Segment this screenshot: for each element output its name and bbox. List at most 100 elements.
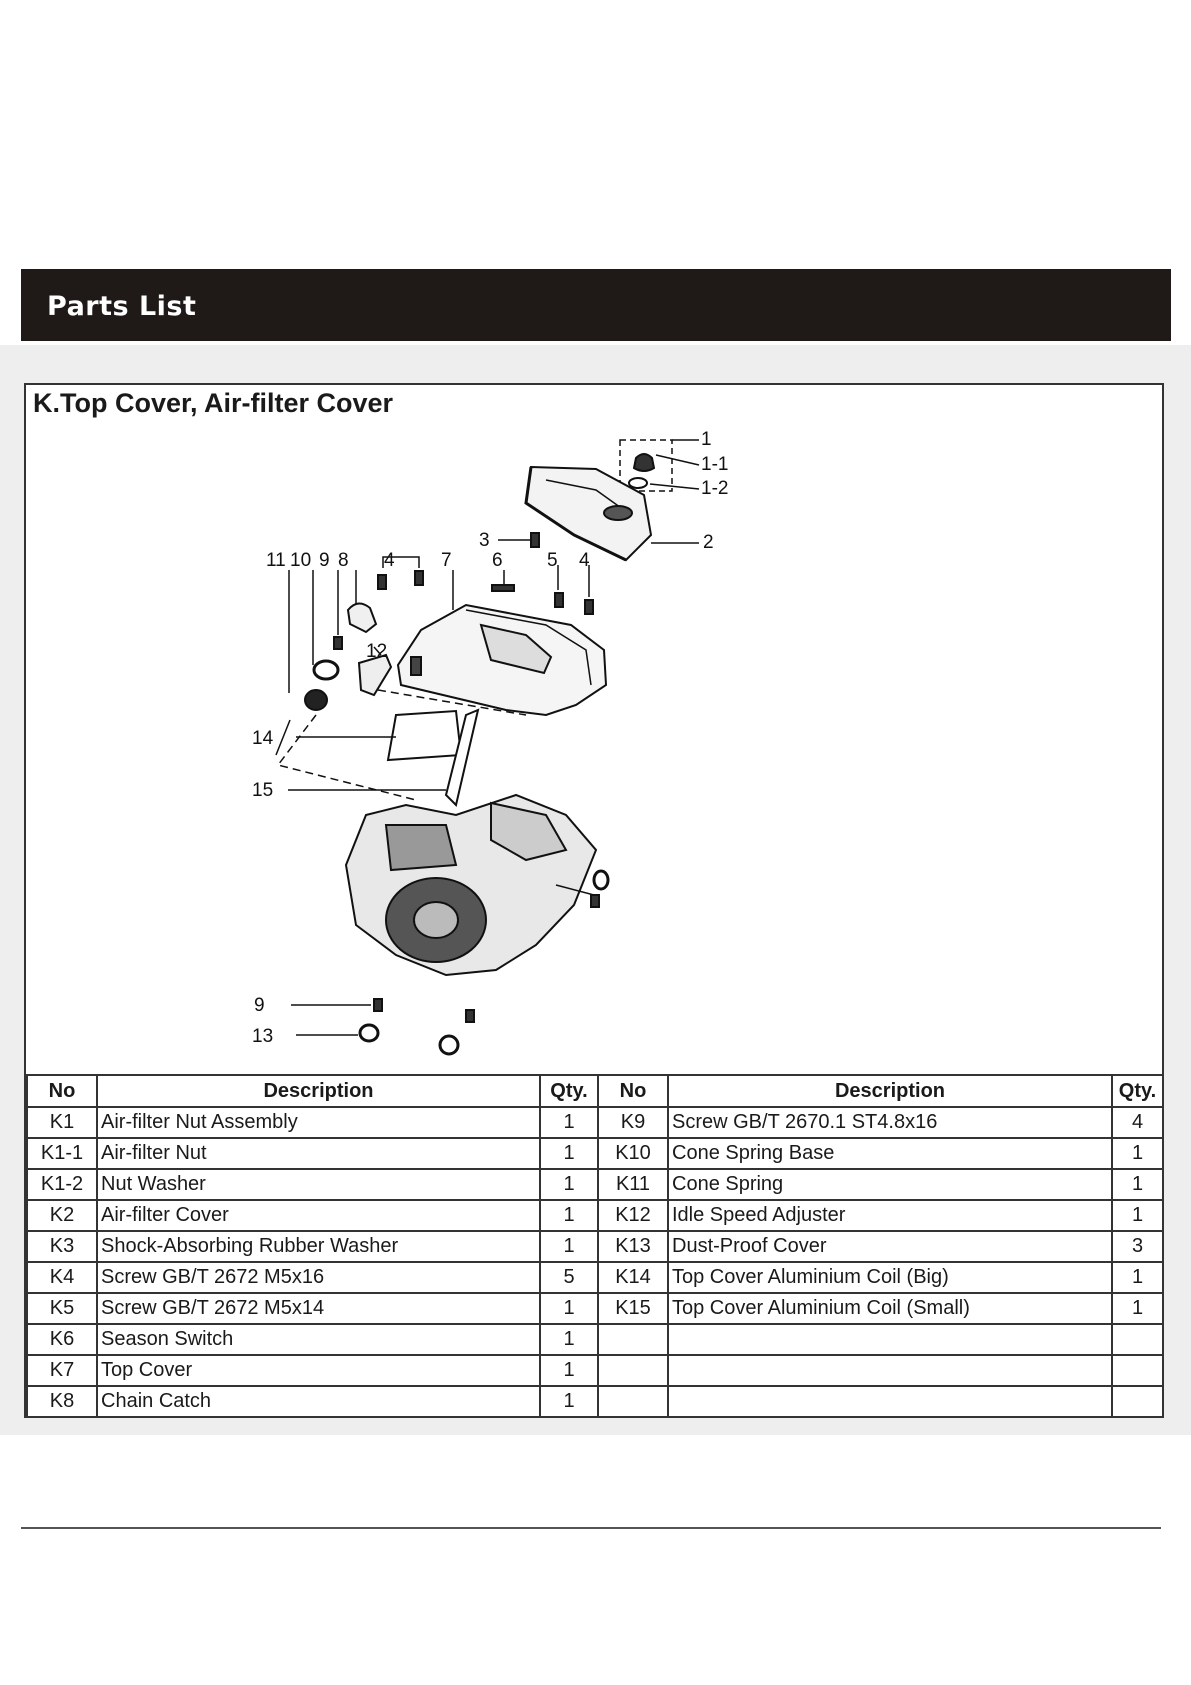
table-row: K4 Screw GB/T 2672 M5x16 5 K14 Top Cover… <box>26 1261 1164 1294</box>
part-no: K1-1 <box>26 1137 98 1170</box>
part-qty: 1 <box>539 1354 599 1387</box>
part-qty: 1 <box>539 1323 599 1356</box>
part-description: Dust-Proof Cover <box>667 1230 1113 1263</box>
callout-8: 8 <box>338 550 349 571</box>
part-no: K3 <box>26 1230 98 1263</box>
part-description: Shock-Absorbing Rubber Washer <box>96 1230 541 1263</box>
table-row: K5 Screw GB/T 2672 M5x14 1 K15 Top Cover… <box>26 1292 1164 1325</box>
part-qty: 1 <box>1111 1292 1164 1325</box>
callout-5: 5 <box>547 550 558 571</box>
part-qty <box>1111 1385 1164 1418</box>
part-description: Screw GB/T 2672 M5x14 <box>96 1292 541 1325</box>
callout-10: 10 <box>290 550 311 571</box>
part-description <box>667 1323 1113 1356</box>
callout-1-1: 1-1 <box>701 454 728 475</box>
part-qty: 1 <box>539 1137 599 1170</box>
part-no: K13 <box>597 1230 669 1263</box>
callout-14: 14 <box>252 728 274 749</box>
part-description: Chain Catch <box>96 1385 541 1418</box>
callout-1-2: 1-2 <box>701 478 728 499</box>
part-no: K11 <box>597 1168 669 1201</box>
table-row: K1-2 Nut Washer 1 K11 Cone Spring 1 <box>26 1168 1164 1201</box>
part-no <box>597 1323 669 1356</box>
part-qty: 3 <box>1111 1230 1164 1263</box>
part-no: K2 <box>26 1199 98 1232</box>
part-description: Top Cover Aluminium Coil (Small) <box>667 1292 1113 1325</box>
part-description: Idle Speed Adjuster <box>667 1199 1113 1232</box>
part-description: Top Cover <box>96 1354 541 1387</box>
part-qty: 1 <box>539 1168 599 1201</box>
section-title: K.Top Cover, Air-filter Cover <box>33 388 394 418</box>
part-no <box>597 1354 669 1387</box>
callout-13: 13 <box>252 1026 273 1047</box>
part-no: K12 <box>597 1199 669 1232</box>
part-no: K1 <box>26 1106 98 1139</box>
part-qty: 1 <box>539 1199 599 1232</box>
callout-12: 12 <box>366 641 387 662</box>
part-no: K4 <box>26 1261 98 1294</box>
part-description: Air-filter Nut Assembly <box>96 1106 541 1139</box>
part-no: K1-2 <box>26 1168 98 1201</box>
part-qty: 1 <box>539 1292 599 1325</box>
table-row: K7 Top Cover 1 <box>26 1354 1164 1387</box>
part-description: Air-filter Nut <box>96 1137 541 1170</box>
part-description: Season Switch <box>96 1323 541 1356</box>
part-description: Screw GB/T 2670.1 ST4.8x16 <box>667 1106 1113 1139</box>
col-header-qty: Qty. <box>539 1074 599 1108</box>
table-row: K8 Chain Catch 1 <box>26 1385 1164 1418</box>
part-qty: 1 <box>539 1385 599 1418</box>
page-title: Parts List <box>47 291 197 322</box>
part-no: K15 <box>597 1292 669 1325</box>
part-description: Top Cover Aluminium Coil (Big) <box>667 1261 1113 1294</box>
parts-frame: K.Top Cover, Air-filter Cover <box>24 383 1164 1418</box>
part-no: K9 <box>597 1106 669 1139</box>
callout-15: 15 <box>252 780 273 801</box>
part-description: Cone Spring <box>667 1168 1113 1201</box>
col-header-qty-2: Qty. <box>1111 1074 1164 1108</box>
part-qty: 1 <box>539 1230 599 1263</box>
part-description: Cone Spring Base <box>667 1137 1113 1170</box>
callout-4: 4 <box>384 550 395 571</box>
callout-1: 1 <box>701 429 712 450</box>
table-header-row: No Description Qty. No Description Qty. <box>26 1074 1164 1108</box>
parts-table: No Description Qty. No Description Qty. … <box>26 1074 1164 1418</box>
col-header-description-2: Description <box>667 1074 1113 1108</box>
part-no: K7 <box>26 1354 98 1387</box>
callout-7: 7 <box>441 550 452 571</box>
callout-2: 2 <box>703 532 714 553</box>
part-qty: 5 <box>539 1261 599 1294</box>
part-qty: 1 <box>1111 1168 1164 1201</box>
part-no: K5 <box>26 1292 98 1325</box>
table-row: K1 Air-filter Nut Assembly 1 K9 Screw GB… <box>26 1106 1164 1139</box>
table-row: K3 Shock-Absorbing Rubber Washer 1 K13 D… <box>26 1230 1164 1263</box>
part-qty <box>1111 1354 1164 1387</box>
part-qty: 1 <box>1111 1261 1164 1294</box>
footer-divider <box>21 1527 1161 1529</box>
part-description: Nut Washer <box>96 1168 541 1201</box>
callout-6: 6 <box>492 550 503 571</box>
part-description <box>667 1385 1113 1418</box>
callout-4b: 4 <box>579 550 590 571</box>
part-no: K6 <box>26 1323 98 1356</box>
col-header-no-2: No <box>597 1074 669 1108</box>
callout-11: 11 <box>266 550 286 571</box>
col-header-description: Description <box>96 1074 541 1108</box>
table-row: K2 Air-filter Cover 1 K12 Idle Speed Adj… <box>26 1199 1164 1232</box>
callout-3: 3 <box>479 530 490 551</box>
callout-9: 9 <box>319 550 330 571</box>
callout-9b: 9 <box>254 995 265 1016</box>
part-description <box>667 1354 1113 1387</box>
part-no: K8 <box>26 1385 98 1418</box>
part-description: Screw GB/T 2672 M5x16 <box>96 1261 541 1294</box>
part-no: K10 <box>597 1137 669 1170</box>
part-qty: 1 <box>539 1106 599 1139</box>
part-qty: 4 <box>1111 1106 1164 1139</box>
table-row: K1-1 Air-filter Nut 1 K10 Cone Spring Ba… <box>26 1137 1164 1170</box>
table-row: K6 Season Switch 1 <box>26 1323 1164 1356</box>
part-qty: 1 <box>1111 1199 1164 1232</box>
header-bar: Parts List <box>21 269 1171 341</box>
col-header-no: No <box>26 1074 98 1108</box>
part-description: Air-filter Cover <box>96 1199 541 1232</box>
part-no: K14 <box>597 1261 669 1294</box>
part-qty <box>1111 1323 1164 1356</box>
